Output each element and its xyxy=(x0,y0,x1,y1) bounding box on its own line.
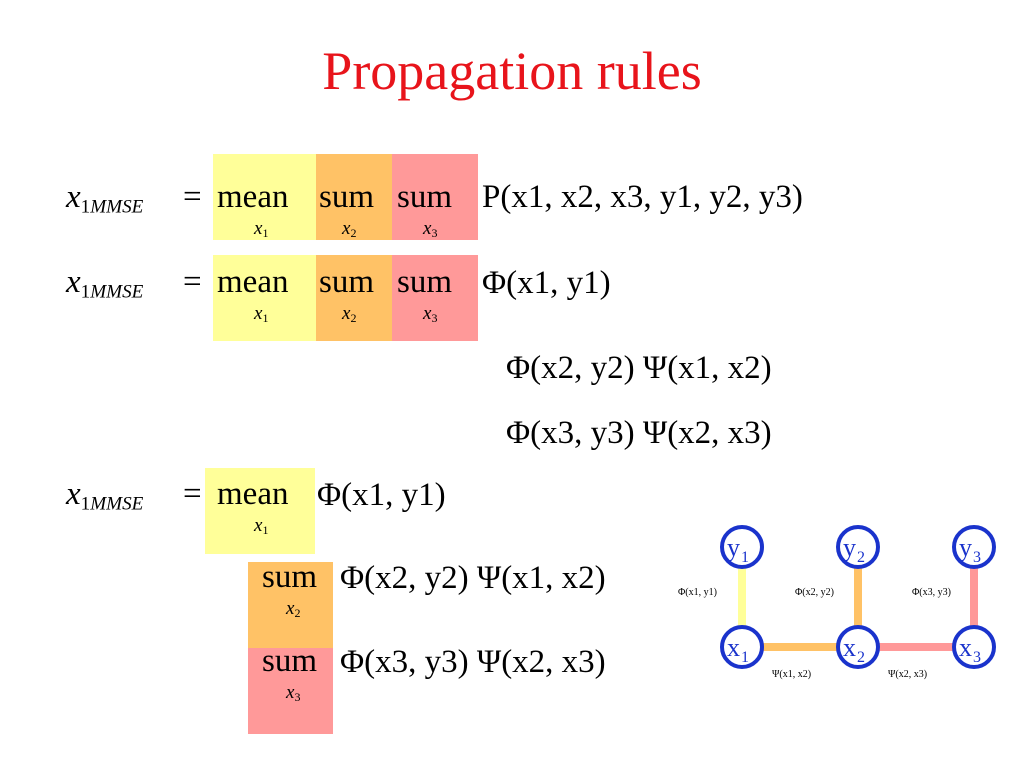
svg-text:2: 2 xyxy=(857,649,865,666)
svg-text:3: 3 xyxy=(973,549,981,566)
svg-text:y: y xyxy=(727,533,740,562)
node-x3: x 3 xyxy=(952,625,996,669)
eq1-sum-x3: sum xyxy=(397,179,453,215)
mean-x1-box xyxy=(213,154,316,240)
eq3-sum-x3: sum xyxy=(262,643,318,679)
eq1-sum-x2-subscript: x2 xyxy=(342,218,357,240)
svg-text:1: 1 xyxy=(741,649,749,666)
node-y1: y 1 xyxy=(720,525,764,569)
sum-x3-box xyxy=(248,648,333,734)
eq3-rhs-line2: Φ(x2, y2) Ψ(x1, x2) xyxy=(340,560,606,596)
eq3-mean-subscript: x1 xyxy=(254,515,269,537)
eq2-equals: = xyxy=(183,264,202,300)
eq2-line3-text: Φ(x3, y3) Ψ(x2, x3) xyxy=(506,415,772,451)
eq1-joint-probability: P(x1, x2, x3, y1, y2, y3) xyxy=(482,179,803,215)
eq3-line3-text: Φ(x3, y3) Ψ(x2, x3) xyxy=(340,644,606,680)
eq1-mean-subscript: x1 xyxy=(254,218,269,240)
eq2-sum-x2-subscript: x2 xyxy=(342,303,357,325)
eq1-equals: = xyxy=(183,179,202,215)
eq2-sum-x2: sum xyxy=(319,264,375,300)
svg-text:2: 2 xyxy=(857,549,865,566)
svg-text:y: y xyxy=(843,533,856,562)
sum-x3-box xyxy=(392,154,478,240)
sum-x2-box xyxy=(316,255,392,341)
slide-title: Propagation rules xyxy=(322,41,702,101)
eq1-rhs-text: P(x1, x2, x3, y1, y2, y3) xyxy=(482,179,803,215)
label-phi-x3-y3: Φ(x3, y3) xyxy=(912,587,951,598)
svg-text:1: 1 xyxy=(741,549,749,566)
eq2-rhs-line3: Φ(x3, y3) Ψ(x2, x3) xyxy=(506,415,772,451)
svg-text:x: x xyxy=(843,633,856,662)
eq3-rhs-line1: Φ(x1, y1) xyxy=(317,477,446,513)
eq2-line2-text: Φ(x2, y2) Ψ(x1, x2) xyxy=(506,350,772,386)
eq3-lhs: x1MMSE xyxy=(66,476,144,515)
eq1-sum-x2: sum xyxy=(319,179,375,215)
svg-text:x: x xyxy=(727,633,740,662)
eq2-mean-subscript: x1 xyxy=(254,303,269,325)
sum-x2-box xyxy=(248,562,333,648)
eq1-lhs: x1MMSE xyxy=(66,179,144,218)
eq2-lhs: x1MMSE xyxy=(66,264,144,303)
eq1-mean: mean xyxy=(217,179,289,215)
eq2-sum-x3: sum xyxy=(397,264,453,300)
node-y3: y 3 xyxy=(952,525,996,569)
label-psi-x2-x3: Ψ(x2, x3) xyxy=(888,669,927,680)
eq3-sum-x2-subscript: x2 xyxy=(286,598,301,620)
svg-text:x: x xyxy=(959,633,972,662)
eq3-rhs-line3: Φ(x3, y3) Ψ(x2, x3) xyxy=(340,644,606,680)
svg-text:3: 3 xyxy=(973,649,981,666)
eq2-rhs-text: Φ(x1, y1) xyxy=(482,265,611,301)
eq3-rhs-text: Φ(x1, y1) xyxy=(317,477,446,513)
eq2-rhs-line2: Φ(x2, y2) Ψ(x1, x2) xyxy=(506,350,772,386)
eq3-equals: = xyxy=(183,476,202,512)
eq2-mean: mean xyxy=(217,264,289,300)
eq1-sum-x3-subscript: x3 xyxy=(423,218,438,240)
eq3-sum-x2: sum xyxy=(262,559,318,595)
eq2-rhs-line1: Φ(x1, y1) xyxy=(482,265,611,301)
eq3-mean: mean xyxy=(217,476,289,512)
svg-text:y: y xyxy=(959,533,972,562)
label-phi-x1-y1: Φ(x1, y1) xyxy=(678,587,717,598)
eq3-line2-text: Φ(x2, y2) Ψ(x1, x2) xyxy=(340,560,606,596)
sum-x2-box xyxy=(316,154,392,240)
mean-x1-box xyxy=(205,468,315,554)
node-x2: x 2 xyxy=(836,625,880,669)
mean-x1-box xyxy=(213,255,316,341)
factor-graph: y 1 y 2 y 3 x 1 x 2 x 3 Φ(x1, y1) Φ(x2, … xyxy=(678,525,996,680)
node-y2: y 2 xyxy=(836,525,880,569)
label-psi-x1-x2: Ψ(x1, x2) xyxy=(772,669,811,680)
eq3-sum-x3-subscript: x3 xyxy=(286,682,301,704)
sum-x3-box xyxy=(392,255,478,341)
eq2-sum-x3-subscript: x3 xyxy=(423,303,438,325)
node-x1: x 1 xyxy=(720,625,764,669)
label-phi-x2-y2: Φ(x2, y2) xyxy=(795,587,834,598)
